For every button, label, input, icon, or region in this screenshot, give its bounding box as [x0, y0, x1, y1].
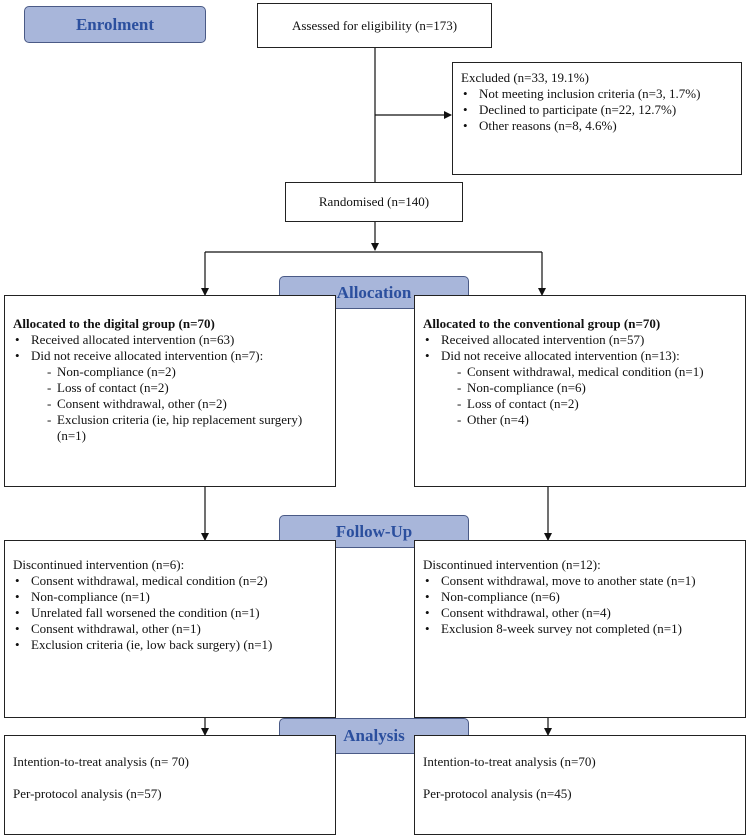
conventional-allocation-box: Allocated to the conventional group (n=7… [414, 295, 746, 487]
conventional-followup-item: Exclusion 8-week survey not completed (n… [423, 621, 739, 637]
digital-followup-item: Consent withdrawal, other (n=1) [13, 621, 329, 637]
stage-analysis-label: Analysis [343, 726, 405, 745]
conventional-pp: Per-protocol analysis (n=45) [423, 786, 572, 801]
conventional-followup-item: Non-compliance (n=6) [423, 589, 739, 605]
digital-followup-item: Non-compliance (n=1) [13, 589, 329, 605]
excluded-item: Not meeting inclusion criteria (n=3, 1.7… [461, 86, 733, 102]
randomised-text: Randomised (n=140) [318, 194, 430, 209]
digital-not-received-label: Did not receive allocated intervention (… [31, 348, 264, 363]
excluded-box: Excluded (n=33, 19.1%) Not meeting inclu… [452, 62, 742, 175]
digital-received: Received allocated intervention (n=63) [13, 332, 329, 348]
conventional-reasons-list: Consent withdrawal, medical condition (n… [441, 364, 739, 428]
excluded-item: Declined to participate (n=22, 12.7%) [461, 102, 733, 118]
randomised-box: Randomised (n=140) [285, 182, 463, 222]
digital-not-received: Did not receive allocated intervention (… [13, 348, 329, 444]
excluded-title: Excluded (n=33, 19.1%) [461, 70, 589, 85]
conventional-reason-item: Loss of contact (n=2) [457, 396, 739, 412]
conventional-reason-item: Other (n=4) [457, 412, 739, 428]
digital-itt: Intention-to-treat analysis (n= 70) [13, 754, 189, 769]
stage-enrolment-label: Enrolment [75, 14, 155, 34]
conventional-followup-title: Discontinued intervention (n=12): [423, 557, 601, 572]
conventional-not-received-label: Did not receive allocated intervention (… [441, 348, 680, 363]
excluded-list: Not meeting inclusion criteria (n=3, 1.7… [461, 86, 733, 134]
digital-pp: Per-protocol analysis (n=57) [13, 786, 162, 801]
conventional-not-received: Did not receive allocated intervention (… [423, 348, 739, 428]
digital-reason-item: Consent withdrawal, other (n=2) [47, 396, 329, 412]
digital-followup-title: Discontinued intervention (n=6): [13, 557, 185, 572]
digital-followup-list: Consent withdrawal, medical condition (n… [13, 573, 329, 653]
conventional-followup-list: Consent withdrawal, move to another stat… [423, 573, 739, 637]
conventional-allocation-title: Allocated to the conventional group (n=7… [423, 316, 661, 331]
conventional-followup-item: Consent withdrawal, other (n=4) [423, 605, 739, 621]
digital-reason-item: Exclusion criteria (ie, hip replacement … [47, 412, 329, 444]
digital-followup-item: Consent withdrawal, medical condition (n… [13, 573, 329, 589]
stage-follow-up-label: Follow-Up [335, 521, 413, 541]
conventional-analysis-box: Intention-to-treat analysis (n=70) Per-p… [414, 735, 746, 835]
digital-allocation-title: Allocated to the digital group (n=70) [13, 316, 215, 331]
digital-allocation-list: Received allocated intervention (n=63) D… [13, 332, 329, 444]
stage-enrolment: Enrolment [24, 6, 206, 43]
digital-followup-box: Discontinued intervention (n=6): Consent… [4, 540, 336, 718]
conventional-itt: Intention-to-treat analysis (n=70) [423, 754, 596, 769]
conventional-allocation-list: Received allocated intervention (n=57) D… [423, 332, 739, 428]
conventional-received: Received allocated intervention (n=57) [423, 332, 739, 348]
conventional-followup-item: Consent withdrawal, move to another stat… [423, 573, 739, 589]
digital-allocation-box: Allocated to the digital group (n=70) Re… [4, 295, 336, 487]
assessed-box: Assessed for eligibility (n=173) [257, 3, 492, 48]
digital-followup-item: Exclusion criteria (ie, low back surgery… [13, 637, 329, 653]
stage-allocation-label: Allocation [336, 282, 412, 302]
excluded-item: Other reasons (n=8, 4.6%) [461, 118, 733, 134]
digital-followup-item: Unrelated fall worsened the condition (n… [13, 605, 329, 621]
conventional-followup-box: Discontinued intervention (n=12): Consen… [414, 540, 746, 718]
conventional-reason-item: Consent withdrawal, medical condition (n… [457, 364, 739, 380]
digital-reason-item: Non-compliance (n=2) [47, 364, 329, 380]
digital-analysis-box: Intention-to-treat analysis (n= 70) Per-… [4, 735, 336, 835]
assessed-text: Assessed for eligibility (n=173) [291, 17, 458, 33]
digital-reasons-list: Non-compliance (n=2) Loss of contact (n=… [31, 364, 329, 444]
digital-reason-item: Loss of contact (n=2) [47, 380, 329, 396]
conventional-reason-item: Non-compliance (n=6) [457, 380, 739, 396]
